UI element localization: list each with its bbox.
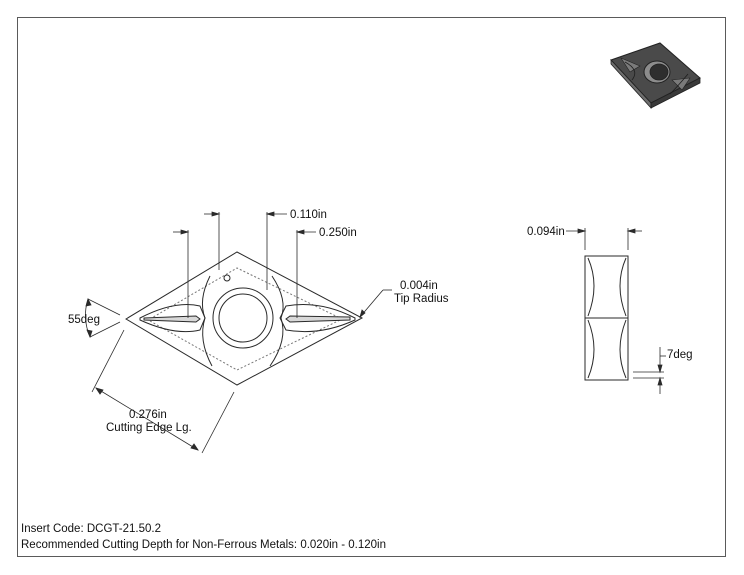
side-dimension-lines (566, 228, 666, 394)
dim-edge-length-value: 0.276in (129, 409, 167, 421)
front-view (125, 251, 364, 386)
dim-angle-label: 55deg (68, 314, 100, 326)
cutting-depth-text: Recommended Cutting Depth for Non-Ferrou… (21, 539, 386, 551)
dim-width-label: 0.250in (319, 227, 357, 239)
dim-clearance-angle-label: 7deg (667, 349, 693, 361)
dimension-lines (85, 211, 392, 454)
dim-hole-label: 0.110in (290, 209, 327, 221)
insert-code-text: Insert Code: DCGT-21.50.2 (21, 523, 161, 535)
side-view (584, 255, 629, 381)
insert-outline (125, 251, 364, 386)
dim-edge-length-label: Cutting Edge Lg. (106, 422, 192, 434)
isometric-view (610, 42, 701, 110)
dim-tip-radius-label: Tip Radius (394, 293, 449, 305)
drawing-sheet (17, 17, 726, 557)
dim-tip-radius-value: 0.004in (400, 280, 438, 292)
dim-thickness-label: 0.094in (527, 226, 565, 238)
side-profile (584, 255, 629, 381)
